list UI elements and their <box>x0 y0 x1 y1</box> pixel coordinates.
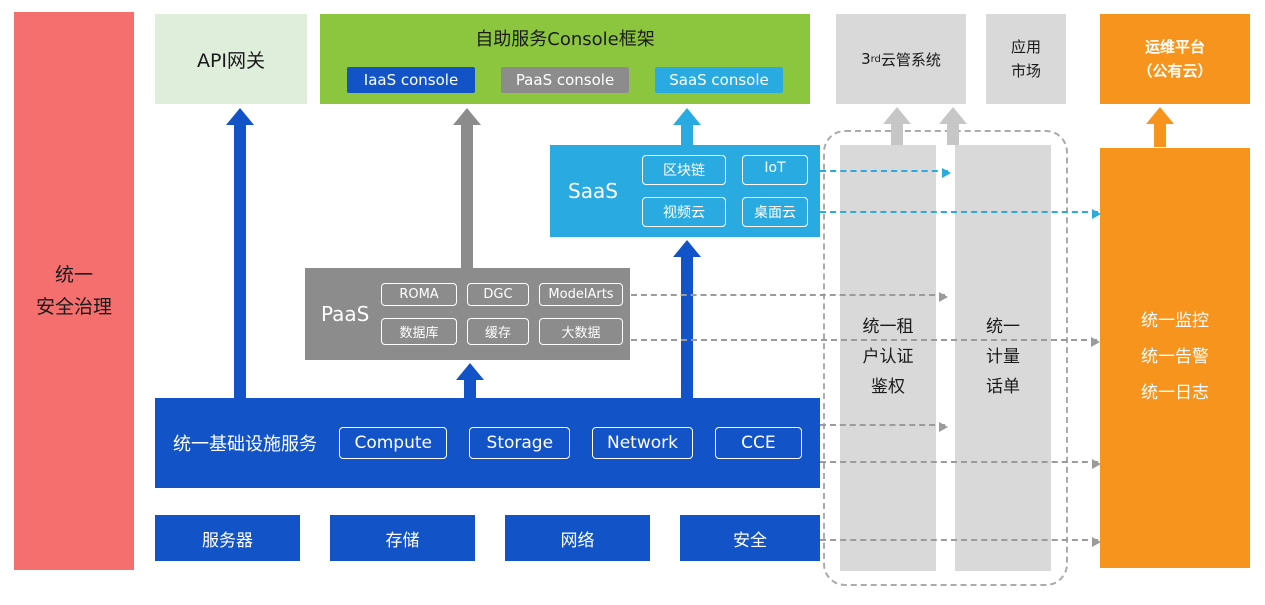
paas-item-cache: 缓存 <box>467 318 529 345</box>
connector-saas-to-billing <box>820 168 951 178</box>
arrow-head <box>673 240 701 257</box>
saas-console-chip: SaaS console <box>655 67 783 93</box>
security-governance-bar: 统一 安全治理 <box>14 12 134 570</box>
hardware-network-box: 网络 <box>505 515 650 561</box>
tenant-auth-bar: 统一租 户认证 鉴权 <box>840 145 936 571</box>
monitoring-alarm-log-bar: 统一监控 统一告警 统一日志 <box>1100 148 1250 568</box>
infra-item-storage: Storage <box>469 427 571 459</box>
saas-items-grid: 区块链 IoT 视频云 桌面云 <box>642 155 808 227</box>
connector-hardware-to-monitoring <box>820 537 1101 547</box>
infra-item-cce: CCE <box>714 427 802 459</box>
arrow-head <box>1146 107 1174 124</box>
saas-box: SaaS 区块链 IoT 视频云 桌面云 <box>550 145 820 237</box>
arrow-infra-to-api-gateway <box>226 108 254 398</box>
arrow-shaft <box>947 124 959 145</box>
console-framework-box: 自助服务Console框架 IaaS console PaaS console … <box>320 14 810 104</box>
paas-item-dgc: DGC <box>467 283 529 306</box>
connector-infra-to-monitoring <box>820 459 1101 469</box>
paas-items-grid: ROMA DGC ModelArts 数据库 缓存 大数据 <box>381 283 623 345</box>
saas-label: SaaS <box>568 179 618 203</box>
saas-item-blockchain: 区块链 <box>642 155 726 185</box>
arrow-head <box>883 107 911 124</box>
console-framework-title: 自助服务Console框架 <box>475 29 655 50</box>
ops-platform-box: 运维平台 （公有云） <box>1100 14 1250 104</box>
arrow-monitoring-to-ops-platform <box>1146 107 1174 147</box>
paas-item-roma: ROMA <box>381 283 457 306</box>
iaas-console-chip: IaaS console <box>347 67 475 93</box>
hardware-server-box: 服务器 <box>155 515 300 561</box>
metering-billing-bar: 统一 计量 话单 <box>955 145 1051 571</box>
paas-box: PaaS ROMA DGC ModelArts 数据库 缓存 大数据 <box>305 268 630 360</box>
connector-infra-to-billing <box>820 422 948 432</box>
third-party-prefix: 3 <box>861 50 871 68</box>
arrow-shaft <box>891 124 903 145</box>
hardware-storage-box: 存储 <box>330 515 475 561</box>
app-market-box: 应用 市场 <box>986 14 1066 104</box>
arrow-shaft <box>461 125 473 268</box>
arrow-head <box>456 363 484 380</box>
console-chip-row: IaaS console PaaS console SaaS console <box>320 67 810 93</box>
infrastructure-box: 统一基础设施服务 Compute Storage Network CCE <box>155 398 820 488</box>
arrow-shaft <box>234 125 246 398</box>
arrow-auth-to-third-party <box>883 107 911 145</box>
arrow-head <box>453 108 481 125</box>
api-gateway-box: API网关 <box>155 14 307 104</box>
arrow-shaft <box>1154 124 1166 147</box>
paas-item-database: 数据库 <box>381 318 457 345</box>
paas-console-chip: PaaS console <box>501 67 629 93</box>
arrow-head <box>673 108 701 125</box>
saas-item-video-cloud: 视频云 <box>642 197 726 227</box>
paas-item-modelarts: ModelArts <box>539 283 623 306</box>
infra-item-compute: Compute <box>339 427 448 459</box>
saas-item-desktop-cloud: 桌面云 <box>742 197 808 227</box>
paas-item-bigdata: 大数据 <box>539 318 623 345</box>
arrow-head <box>939 107 967 124</box>
arrow-paas-to-console <box>453 108 481 268</box>
arrow-infra-to-paas <box>456 363 484 398</box>
third-party-suffix: 云管系统 <box>880 50 941 69</box>
hardware-security-box: 安全 <box>680 515 820 561</box>
infra-item-network: Network <box>592 427 693 459</box>
shared-services-dashed-container <box>823 130 1068 586</box>
third-party-superscript: rd <box>870 53 881 65</box>
connector-paas-to-billing <box>631 292 948 302</box>
arrow-saas-to-console <box>673 108 701 145</box>
infrastructure-label: 统一基础设施服务 <box>173 434 317 455</box>
arrow-head <box>226 108 254 125</box>
paas-label: PaaS <box>321 302 370 326</box>
connector-paas-to-monitoring <box>631 337 1100 347</box>
arrow-billing-to-app-market <box>939 107 967 145</box>
saas-item-iot: IoT <box>742 155 808 185</box>
connector-saas-to-monitoring <box>820 209 1101 219</box>
arrow-shaft <box>681 257 693 398</box>
arrow-shaft <box>464 380 476 398</box>
arrow-infra-to-saas <box>673 240 701 398</box>
arrow-shaft <box>681 125 693 145</box>
